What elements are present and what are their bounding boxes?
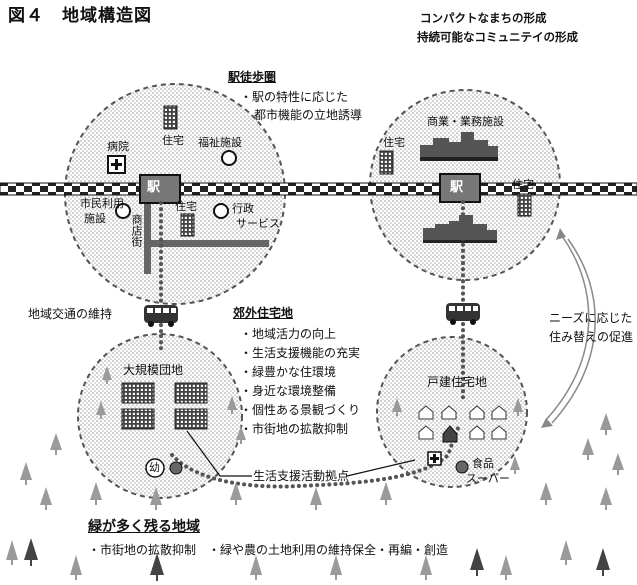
civic-facility-label-1: 市民利用 bbox=[80, 197, 124, 210]
commercial-label: 商業・業務施設 bbox=[427, 115, 504, 128]
commercial-buildings-icon bbox=[420, 132, 498, 161]
housing-label-right-top: 住宅 bbox=[383, 136, 405, 149]
admin-service-label-1: 行政 bbox=[232, 202, 254, 215]
station-right bbox=[439, 173, 481, 203]
estate-apartment-icon bbox=[121, 382, 208, 430]
housing-label-left-top: 住宅 bbox=[162, 134, 184, 147]
kindergarten-icon bbox=[145, 458, 165, 478]
goal-sustainable-community: 持続可能なコミュニテイの形成 bbox=[417, 30, 578, 44]
green-area-bullets: ・市街地の拡散抑制 ・緑や農の土地利用の維持保全・再編・創造 bbox=[88, 543, 449, 557]
large-estate-label: 大規模団地 bbox=[123, 363, 184, 377]
street-vertical bbox=[144, 196, 151, 274]
housing-label-right-bottom: 住宅 bbox=[512, 178, 534, 191]
community-house-icon bbox=[442, 425, 458, 443]
large-estate-circle bbox=[77, 333, 243, 499]
railway bbox=[0, 182, 637, 196]
detached-housing-label: 戸建住宅地 bbox=[427, 375, 488, 389]
goal-compact-city: コンパクトなまちの形成 bbox=[420, 11, 547, 25]
station-walk-heading: 駅徒歩圏 bbox=[228, 70, 277, 84]
hub-pointer-left bbox=[186, 430, 252, 477]
suburban-bullet-6: ・市街地の拡散抑制 bbox=[240, 422, 349, 436]
admin-service-label-2: サービス bbox=[236, 217, 280, 230]
station-walk-bullet-2: 都市機能の立地誘導 bbox=[254, 108, 363, 122]
suburban-bullet-4: ・身近な環境整備 bbox=[240, 384, 337, 398]
supermarket-label-1: 食品 bbox=[472, 457, 494, 470]
bus-icon-right bbox=[446, 303, 480, 325]
route-lower-loop bbox=[159, 334, 460, 489]
housing-label-left-bottom: 住宅 bbox=[175, 200, 197, 213]
figure-title: 図４ 地域構造図 bbox=[8, 6, 152, 26]
hospital-label: 病院 bbox=[107, 140, 129, 153]
relocation-arrows bbox=[545, 235, 596, 424]
street-horizontal bbox=[151, 240, 269, 247]
suburban-heading: 郊外住宅地 bbox=[233, 306, 294, 320]
station-label-right: 駅 bbox=[450, 180, 464, 195]
suburban-bullet-5: ・個性ある景観づくり bbox=[240, 403, 361, 417]
housing-building-icon bbox=[163, 105, 178, 130]
admin-service-icon bbox=[213, 203, 229, 219]
welfare-label: 福祉施設 bbox=[198, 136, 242, 149]
station-walk-bullet-1: ・駅の特性に応じた bbox=[240, 90, 349, 104]
transport-label: 地域交通の維持 bbox=[28, 307, 113, 321]
suburban-bullet-2: ・生活支援機能の充実 bbox=[240, 346, 361, 360]
hub-icon bbox=[169, 461, 183, 475]
station-label-left: 駅 bbox=[147, 180, 161, 195]
relocation-label-2: 住み替えの促進 bbox=[549, 330, 634, 344]
green-area-heading: 緑が多く残る地域 bbox=[88, 519, 200, 535]
hub-pointer-right bbox=[346, 459, 416, 477]
supermarket-label-2: スーパー bbox=[466, 472, 510, 485]
civic-facility-icon bbox=[115, 203, 131, 219]
welfare-icon bbox=[221, 150, 237, 166]
relocation-label-1: ニーズに応じた bbox=[549, 311, 633, 325]
suburban-bullet-1: ・地域活力の向上 bbox=[240, 327, 337, 341]
bus-icon-left bbox=[144, 305, 178, 327]
tree-icons bbox=[6, 366, 624, 580]
detached-house-icons bbox=[418, 405, 507, 440]
housing-building-icon bbox=[180, 213, 195, 237]
housing-building-icon bbox=[379, 150, 394, 175]
suburban-bullet-3: ・緑豊かな住環境 bbox=[240, 365, 337, 379]
kindergarten-label: 幼 bbox=[149, 461, 160, 474]
civic-facility-label-2: 施設 bbox=[84, 212, 106, 225]
shopping-street-label: 商店街 bbox=[130, 214, 144, 247]
housing-building-icon bbox=[517, 193, 532, 217]
life-support-hub-label: 生活支援活動拠点 bbox=[253, 469, 350, 483]
supermarket-icon bbox=[455, 460, 469, 474]
station-left bbox=[139, 174, 181, 204]
